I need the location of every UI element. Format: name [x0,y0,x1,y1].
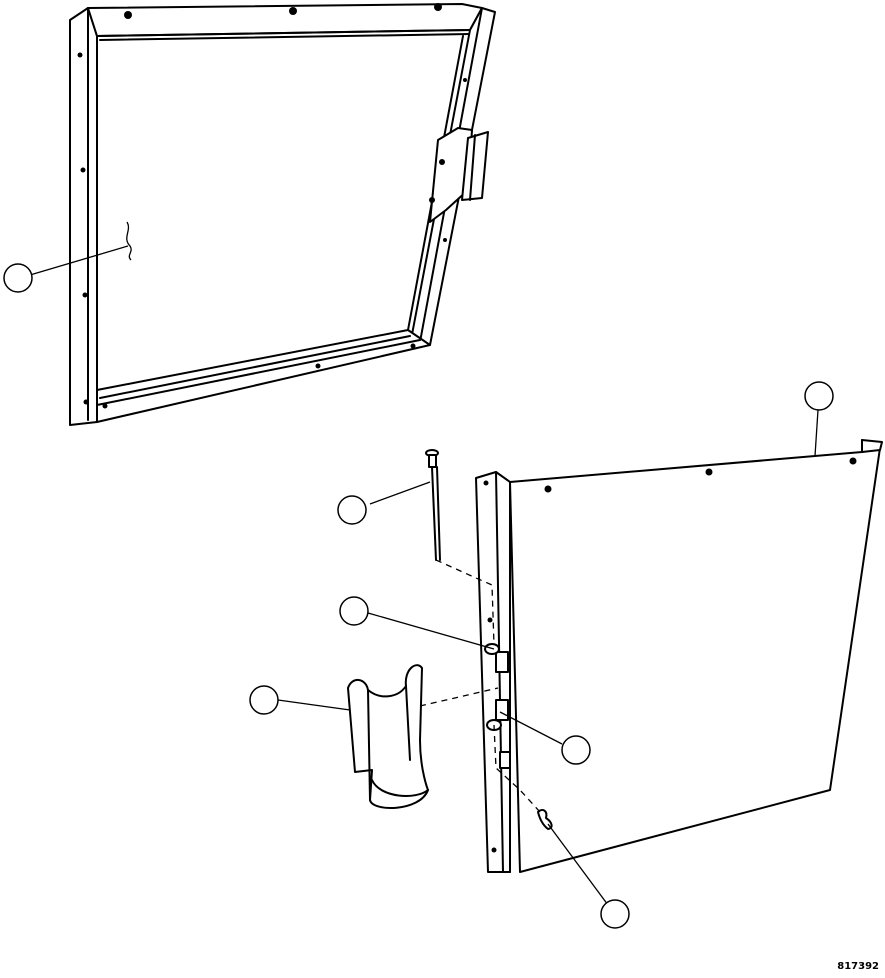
hinge-cover-sleeve [277,664,429,809]
callout-circles [3,263,834,929]
door-frame-assembly [29,3,496,426]
drawing-number: 817392 [837,961,879,972]
retaining-clip [537,809,553,830]
door-panel [509,409,883,873]
assembly-lines [419,559,541,813]
callout-hinge-knuckle [561,735,591,765]
callout-clip [600,899,630,929]
callout-frame [3,263,33,293]
hinge-rail [475,471,511,873]
leader-lines [367,612,609,906]
callout-door-panel [804,381,834,411]
callout-hinge-rail [339,596,369,626]
callout-hinge-pin [337,495,367,525]
callout-sleeve [249,685,279,715]
hinge-pin [369,449,441,561]
